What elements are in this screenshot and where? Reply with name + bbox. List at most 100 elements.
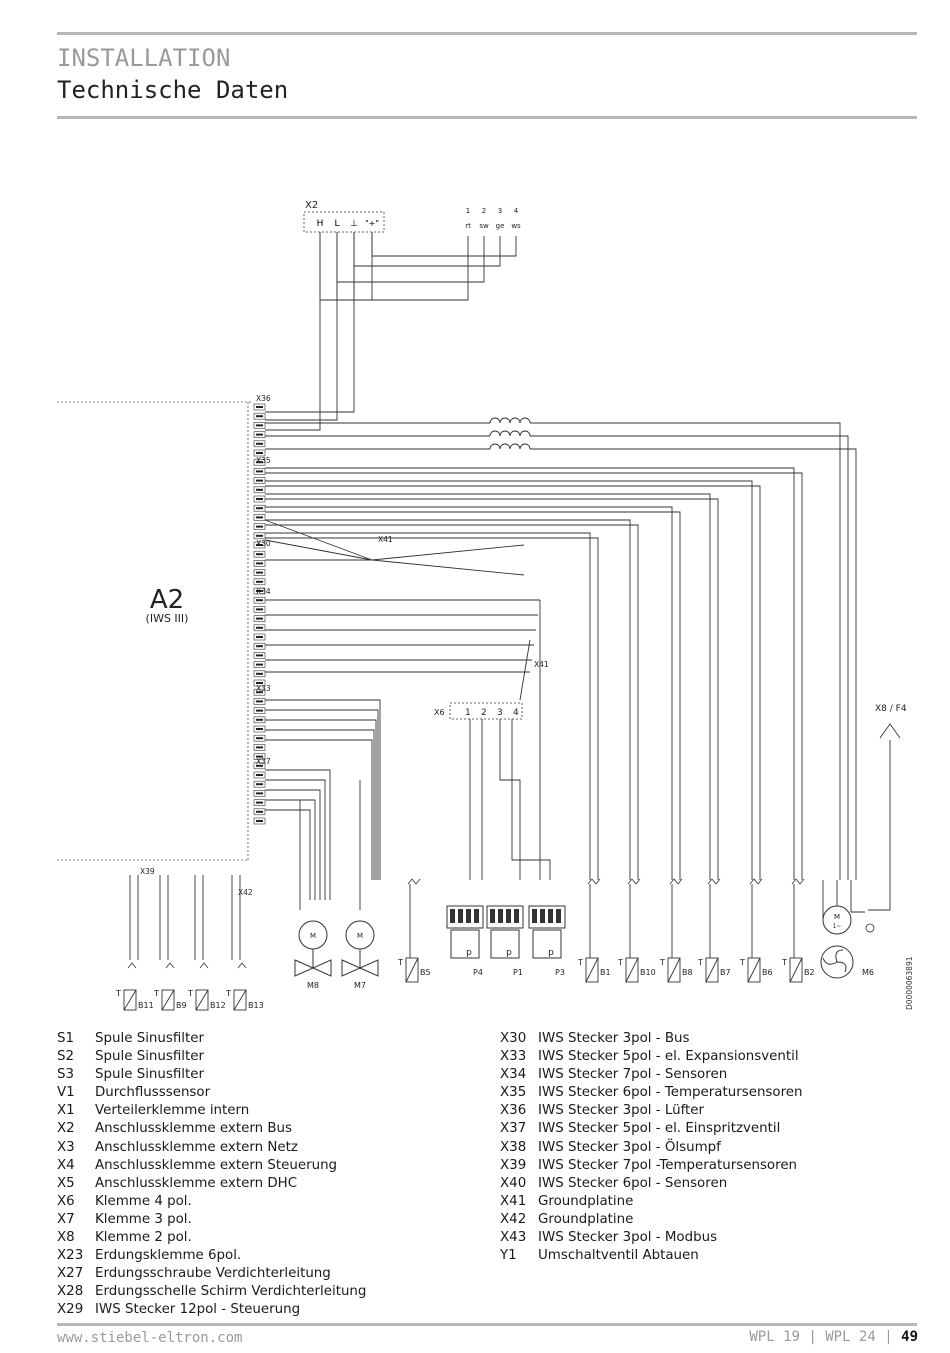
legend-code: X36: [500, 1103, 527, 1119]
x2-pin-4: "+": [365, 219, 379, 228]
fan-blades: [822, 949, 847, 973]
sensor-label-b8: B8: [682, 968, 693, 977]
connector-pin-fill: [256, 728, 263, 730]
legend-text: Groundplatine: [538, 1193, 634, 1209]
sensor-marker-t: T: [577, 958, 583, 967]
connector-pin-fill: [256, 636, 263, 638]
wire: [265, 282, 338, 421]
wire: [489, 430, 531, 437]
connector-pin-fill: [256, 406, 263, 408]
sensor-marker-t: T: [397, 958, 403, 967]
sensor-label-b6: B6: [762, 968, 773, 977]
page-number: 49: [901, 1329, 918, 1345]
connector-pin: [253, 523, 266, 530]
legend-code: X37: [500, 1121, 527, 1137]
connector-pin-fill: [256, 415, 263, 418]
connector-pin-fill: [256, 608, 263, 611]
sensor-label-b10: B10: [640, 968, 656, 977]
connector-arrow: [627, 878, 641, 885]
legend-text: Spule Sinusfilter: [95, 1049, 205, 1065]
connector-pin: [253, 762, 266, 770]
wire: [868, 740, 891, 911]
wire: [530, 448, 857, 880]
connector-pin-fill: [256, 691, 263, 694]
temperature-sensor: [195, 989, 209, 1011]
pressure-marker-p: p: [548, 948, 554, 958]
legend-text: Umschaltventil Abtauen: [538, 1248, 699, 1264]
wiring-lines: [129, 232, 891, 960]
connector-x37: X37: [256, 757, 271, 766]
sensor-marker-t: T: [659, 958, 665, 967]
sensor-slash: [233, 989, 247, 1011]
wire: [850, 880, 865, 913]
legend-text: Klemme 3 pol.: [95, 1211, 192, 1227]
wire: [511, 719, 551, 880]
sensor-slash: [705, 957, 719, 983]
legend-text: IWS Stecker 5pol - el. Einspritzventil: [538, 1121, 781, 1137]
sensor-slash: [405, 957, 419, 983]
pressure-label-p4: P4: [473, 968, 483, 977]
connector-pin-fill: [256, 755, 263, 758]
valve-motor-marker: M: [357, 932, 363, 940]
power-output: X8 / F4: [875, 704, 907, 739]
legend-text: Anschlussklemme extern Steuerung: [95, 1157, 338, 1173]
wire: [265, 506, 673, 880]
legend-code: X41: [500, 1193, 527, 1209]
legend-code: X3: [57, 1139, 75, 1155]
connector-pin-fill: [256, 479, 263, 482]
connector-pin-fill: [256, 626, 263, 629]
wire: [265, 300, 321, 431]
connector-pin-fill: [256, 672, 263, 675]
connector-pin: [253, 688, 266, 696]
footer-url: www.stiebel-eltron.com: [57, 1330, 243, 1346]
fan-symbol: [820, 945, 854, 979]
doc-number: D0000063891: [905, 956, 914, 1010]
wire: [336, 232, 485, 283]
legend-text: Verteilerklemme intern: [95, 1103, 250, 1119]
wire: [265, 719, 377, 880]
connector-x39: X39: [140, 867, 155, 876]
cable-number-1: 1: [466, 207, 470, 215]
connector-pin: [253, 744, 266, 751]
wire: [265, 511, 681, 880]
legend-text: IWS Stecker 12pol - Steuerung: [95, 1302, 301, 1318]
sensor-label-b2: B2: [804, 968, 815, 977]
fan-motor-label: M: [834, 913, 840, 921]
connector-pin: [253, 780, 266, 788]
connector-pin-fill: [256, 774, 263, 776]
sensor-label-b1: B1: [600, 968, 611, 977]
connector-pin-fill: [256, 682, 263, 684]
connector-pin-fill: [256, 498, 263, 500]
pressure-sensor-plug: [486, 905, 524, 929]
connector-pin-fill: [256, 810, 263, 813]
connector-pin: [253, 514, 266, 521]
sensor-label-b13: B13: [248, 1001, 264, 1010]
page-title: Technische Daten: [57, 76, 289, 104]
cable-color-4: ws: [511, 222, 521, 230]
legend-code: X39: [500, 1157, 527, 1173]
legend-text: IWS Stecker 3pol - Ölsumpf: [538, 1139, 721, 1155]
connector-pin: [253, 642, 266, 650]
module-label: A2: [150, 585, 184, 615]
cable-color-1: rt: [465, 222, 471, 230]
x6-pin-4: 4: [513, 708, 519, 718]
legend-code: X35: [500, 1085, 527, 1101]
legend-code: S2: [57, 1049, 75, 1065]
legend-item: X41 Groundplatine: [500, 1193, 803, 1211]
plug-pin: [490, 909, 495, 923]
terminal-x6-label: X6: [434, 708, 445, 717]
connector-x33: X33: [256, 684, 271, 693]
connector-pin-fill: [256, 764, 263, 767]
connector-pin-fill: [256, 737, 263, 740]
plug-pin: [556, 909, 561, 923]
connector-pin-fill: [256, 654, 263, 657]
sensor-slash: [161, 989, 175, 1011]
legend-text: Spule Sinusfilter: [95, 1067, 205, 1083]
connector-pin-fill: [256, 663, 263, 666]
legend-item: S2 Spule Sinusfilter: [57, 1048, 366, 1066]
